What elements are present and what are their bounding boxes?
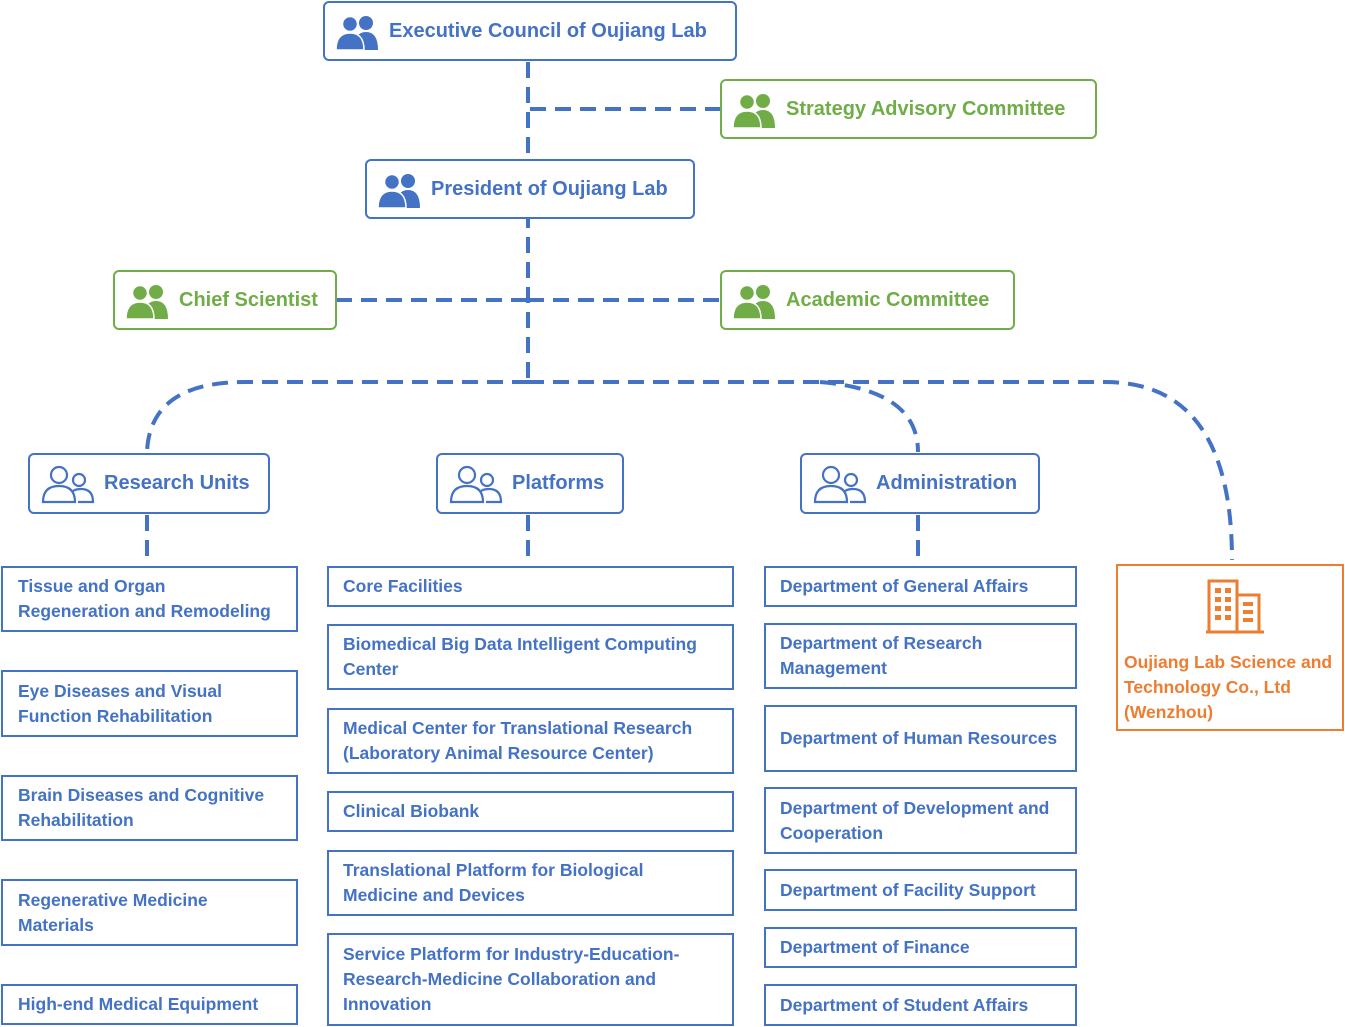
academic-committee-label: Academic Committee — [786, 288, 990, 311]
president-node: President of Oujiang Lab — [365, 159, 695, 219]
administration-item: Department of Student Affairs — [764, 984, 1077, 1026]
administration-label: Administration — [876, 472, 1018, 494]
connector-arc-admin — [819, 380, 920, 453]
company-label: Oujiang Lab Science and Technology Co., … — [1124, 652, 1333, 722]
executive-council-node: Executive Council of Oujiang Lab — [323, 1, 737, 61]
people-group-icon — [125, 281, 171, 319]
administration-label: Department of Research Management — [780, 633, 983, 678]
platform-item: Clinical Biobank — [327, 791, 734, 832]
administration-label: Department of Facility Support — [780, 879, 1036, 900]
administration-node: Administration — [800, 453, 1040, 514]
administration-item: Department of General Affairs — [764, 566, 1077, 607]
research-unit-item: Regenerative Medicine Materials — [1, 879, 298, 946]
chief-scientist-node: Chief Scientist — [113, 270, 337, 330]
administration-label: Department of Human Resources — [780, 728, 1058, 748]
research-units-label: Research Units — [104, 472, 250, 494]
research-unit-label: Brain Diseases and Cognitive Rehabilitat… — [18, 785, 265, 830]
president-label: President of Oujiang Lab — [431, 177, 668, 200]
administration-item: Department of Research Management — [764, 623, 1077, 689]
administration-label: Department of Development and Cooperatio… — [780, 797, 1050, 843]
platform-label: Biomedical Big Data Intelligent Computin… — [343, 634, 697, 679]
research-unit-label: Eye Diseases and Visual Function Rehabil… — [18, 680, 222, 726]
research-unit-item: High-end Medical Equipment — [1, 984, 298, 1025]
platforms-node: Platforms — [436, 453, 624, 514]
academic-committee-node: Academic Committee — [720, 270, 1015, 330]
connector-arc-right — [528, 380, 1234, 561]
research-units-node: Research Units — [28, 453, 270, 514]
chief-scientist-label: Chief Scientist — [179, 288, 318, 311]
people-outline-icon — [812, 464, 868, 504]
people-group-icon — [377, 170, 423, 208]
executive-council-label: Executive Council of Oujiang Lab — [389, 19, 707, 42]
administration-label: Department of Finance — [780, 937, 970, 957]
research-unit-label: High-end Medical Equipment — [18, 994, 259, 1014]
research-unit-label: Tissue and Organ Regeneration and Remode… — [18, 576, 271, 621]
people-outline-icon — [40, 464, 96, 504]
platform-item: Translational Platform for Biological Me… — [327, 850, 734, 916]
platform-item: Biomedical Big Data Intelligent Computin… — [327, 624, 734, 690]
company-node: Oujiang Lab Science and Technology Co., … — [1116, 564, 1344, 731]
people-group-icon — [335, 12, 381, 50]
platform-label: Clinical Biobank — [343, 801, 480, 821]
people-group-icon — [732, 90, 778, 128]
platform-item: Core Facilities — [327, 566, 734, 607]
research-unit-item: Brain Diseases and Cognitive Rehabilitat… — [1, 775, 298, 841]
administration-item: Department of Human Resources — [764, 705, 1077, 772]
administration-label: Department of General Affairs — [780, 576, 1029, 596]
research-unit-label: Regenerative Medicine Materials — [18, 889, 208, 935]
platform-item: Medical Center for Translational Researc… — [327, 708, 734, 774]
platform-item: Service Platform for Industry-Education-… — [327, 933, 734, 1026]
people-outline-icon — [448, 464, 504, 504]
administration-item: Department of Development and Cooperatio… — [764, 787, 1077, 854]
platforms-label: Platforms — [512, 472, 605, 494]
administration-label: Department of Student Affairs — [780, 994, 1029, 1015]
platform-label: Core Facilities — [343, 576, 463, 596]
strategy-advisory-committee-label: Strategy Advisory Committee — [786, 97, 1066, 120]
platform-label: Translational Platform for Biological Me… — [343, 860, 644, 905]
connector-arc-research — [145, 380, 528, 453]
people-group-icon — [732, 281, 778, 319]
strategy-advisory-committee-node: Strategy Advisory Committee — [720, 79, 1097, 139]
research-unit-item: Eye Diseases and Visual Function Rehabil… — [1, 670, 298, 737]
administration-item: Department of Finance — [764, 927, 1077, 968]
platform-label: Service Platform for Industry-Education-… — [343, 944, 680, 1014]
building-icon — [1206, 578, 1264, 643]
platform-label: Medical Center for Translational Researc… — [343, 718, 693, 763]
administration-item: Department of Facility Support — [764, 869, 1077, 911]
research-unit-item: Tissue and Organ Regeneration and Remode… — [1, 566, 298, 632]
